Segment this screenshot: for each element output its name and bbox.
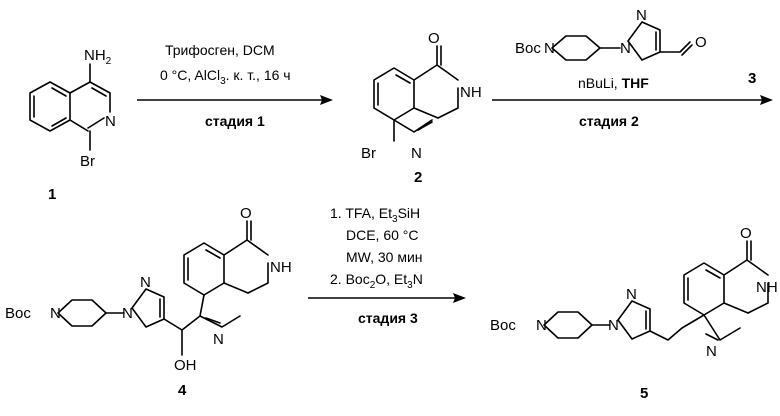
step-2-stage-label: стадия 2: [579, 113, 639, 129]
compound-2-nh-label: NH: [460, 84, 482, 101]
compound-2-structure: O NH Br N: [361, 30, 482, 162]
compound-4-boc-label: Boc: [5, 305, 31, 322]
compound-3-structure: Boc N N N O: [515, 7, 707, 60]
step-2-arrow: [492, 95, 773, 105]
compound-4-oh-label: OH: [174, 357, 197, 374]
compound-5-structure: Boc N N N N NH O: [490, 225, 778, 360]
compound-1-structure: NH2 N Br: [30, 47, 116, 170]
step-1-conditions-line-1: Трифосген, DCM: [165, 42, 275, 58]
compound-3-number: 3: [748, 70, 756, 87]
step-3-stage-label: стадия 3: [358, 310, 418, 326]
compound-5-nh-label: NH: [756, 279, 778, 296]
compound-4-n-piperidine-label: N: [50, 305, 61, 322]
step-3-conditions-line-1: 1. TFA, Et3SiH: [330, 205, 420, 225]
compound-3-boc-label: Boc: [515, 40, 541, 57]
compound-5-o-label: O: [740, 225, 752, 242]
compound-5-n-pyrazole-1-label: N: [608, 317, 619, 334]
compound-3-n-pyrazole-2-label: N: [636, 7, 647, 24]
compound-3-n-pyrazole-1-label: N: [620, 40, 631, 57]
compound-2-number: 2: [414, 169, 422, 186]
compound-4-structure: Boc N N N OH N NH O: [5, 205, 292, 374]
step-1-stage-label: стадия 1: [205, 113, 265, 129]
compound-2-br-label: Br: [361, 145, 376, 162]
compound-3-o-label: O: [695, 34, 707, 51]
compound-2-n-label: N: [411, 145, 422, 162]
compound-1-nh2-label: NH2: [84, 47, 112, 67]
compound-4-nh-label: NH: [270, 259, 292, 276]
step-2-reagents: nBuLi, THF: [578, 75, 649, 91]
step-3-conditions-line-2: DCE, 60 °C: [346, 227, 419, 243]
compound-4-n-label: N: [213, 331, 224, 348]
compound-1-number: 1: [48, 186, 56, 203]
compound-5-n-label: N: [706, 343, 717, 360]
step-3-arrow: [308, 293, 466, 303]
compound-3-n-piperidine-label: N: [544, 40, 555, 57]
step-1-conditions-line-2: 0 °C, AlCl3. к. т., 16 ч: [160, 67, 291, 87]
compound-5-boc-label: Boc: [490, 317, 516, 334]
compound-4-number: 4: [178, 382, 187, 399]
compound-4-o-label: O: [240, 205, 252, 222]
step-3-conditions-line-3: MW, 30 мин: [346, 249, 423, 265]
compound-5-n-piperidine-label: N: [536, 317, 547, 334]
compound-2-o-label: O: [428, 30, 440, 47]
compound-4-n-pyrazole-2-label: N: [140, 274, 151, 291]
compound-1-n-label: N: [105, 113, 116, 130]
compound-5-n-pyrazole-2-label: N: [626, 286, 637, 303]
compound-1-br-label: Br: [80, 153, 95, 170]
step-3-conditions-line-4: 2. Boc2O, Et3N: [330, 271, 423, 291]
step-1-arrow: [137, 95, 333, 105]
compound-4-n-pyrazole-1-label: N: [122, 305, 133, 322]
compound-5-number: 5: [640, 385, 648, 402]
